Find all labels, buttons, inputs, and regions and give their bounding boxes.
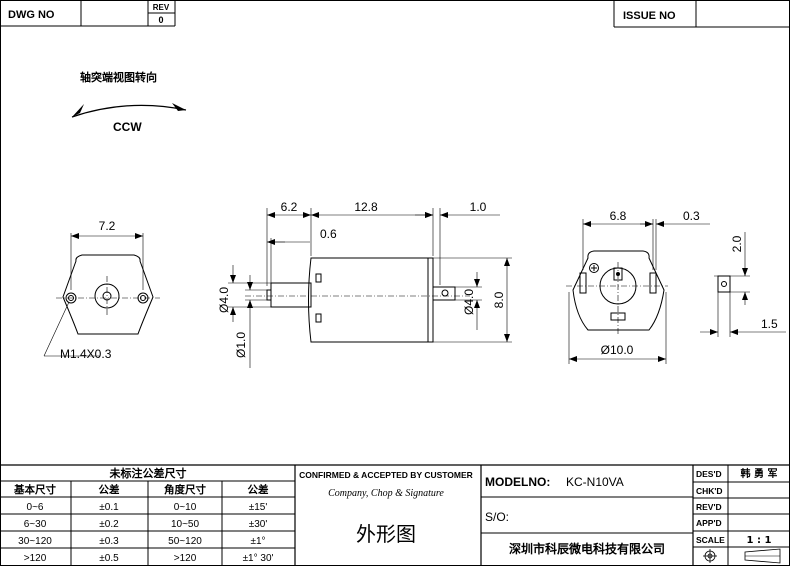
front-view bbox=[43, 233, 160, 357]
rotation-title: 轴突端视图转向 bbox=[80, 70, 157, 84]
rear-view bbox=[566, 219, 710, 364]
model-label: MODELNO: bbox=[485, 475, 550, 489]
tolerance-cell: 6~30 bbox=[24, 519, 47, 530]
side-view-terminal bbox=[432, 286, 456, 301]
tolerance-cell: ±0.2 bbox=[99, 519, 119, 530]
confirmation-block: CONFIRMED & ACCEPTED BY CUSTOMER Company… bbox=[299, 470, 473, 546]
model-block: MODELNO: KC-N10VA S/O: 深圳市科辰微电科技有限公司 bbox=[485, 475, 665, 556]
tolerance-cell: >120 bbox=[24, 553, 47, 564]
rev-label: REV bbox=[153, 3, 170, 12]
side-view-shaft-tip bbox=[266, 289, 272, 301]
tolerance-cell: >120 bbox=[174, 553, 197, 564]
tolerance-header-cell: 公差 bbox=[248, 483, 269, 496]
signoff-label: SCALE bbox=[696, 535, 725, 545]
rotation-direction: CCW bbox=[113, 120, 142, 134]
dim-front-width: 7.2 bbox=[99, 219, 116, 233]
dim-rear-w2: 0.3 bbox=[683, 209, 700, 223]
tolerance-header-cell: 公差 bbox=[99, 483, 120, 496]
rear-terminal-left bbox=[579, 272, 587, 294]
dim-terminal-width: 1.5 bbox=[761, 317, 778, 331]
side-view bbox=[228, 208, 512, 368]
tolerance-cell: ±1° bbox=[250, 536, 265, 547]
model-value: KC-N10VA bbox=[566, 475, 624, 489]
so-label: S/O: bbox=[485, 510, 509, 524]
signoff-label: REV'D bbox=[696, 502, 722, 512]
rotation-arc bbox=[71, 104, 187, 118]
tolerance-header-cell: 基本尺寸 bbox=[13, 483, 56, 496]
tolerance-table-body: 0~6 ±0.1 0~10 ±15' 6~30 ±0.2 10~50 ±30' 30~120 ±0… bbox=[18, 502, 273, 564]
signoff-value: 1 : 1 bbox=[747, 535, 772, 546]
signoff-block: DES'D 韩 勇 军 CHK'D REV'D APP'D SCALE 1 : 1 bbox=[696, 467, 777, 546]
side-view-end-cap bbox=[427, 257, 434, 343]
company-name: 深圳市科辰微电科技有限公司 bbox=[509, 541, 665, 556]
dim-body-height: 8.0 bbox=[492, 291, 506, 308]
issue-no-label: ISSUE NO bbox=[623, 10, 676, 22]
dim-body-length: 12.8 bbox=[354, 200, 378, 214]
confirmation-subtitle: Company, Chop & Signature bbox=[328, 488, 444, 499]
tolerance-cell: 10~50 bbox=[171, 519, 200, 530]
terminal-detail-body bbox=[717, 275, 731, 293]
dim-thread: M1.4X0.3 bbox=[60, 347, 112, 361]
terminal-detail bbox=[700, 232, 786, 337]
signoff-label: APP'D bbox=[696, 518, 722, 528]
front-view-outline bbox=[62, 254, 154, 335]
signoff-label: CHK'D bbox=[696, 486, 723, 496]
dim-rear-w1: 6.8 bbox=[610, 209, 627, 223]
tolerance-cell: ±1° 30' bbox=[243, 553, 274, 564]
tolerance-header-cell: 角度尺寸 bbox=[164, 483, 206, 496]
title-block-frame bbox=[0, 464, 790, 566]
rotation-indicator: 轴突端视图转向 CCW bbox=[71, 70, 187, 134]
tolerance-cell: ±0.5 bbox=[99, 553, 119, 564]
tolerance-cell: ±30' bbox=[249, 519, 268, 530]
tolerance-cell: ±0.1 bbox=[99, 502, 119, 513]
tolerance-cell: ±0.3 bbox=[99, 536, 119, 547]
dim-shaft-dia-b: Ø1.0 bbox=[234, 332, 248, 358]
dim-rear-dia: Ø10.0 bbox=[601, 343, 634, 357]
dim-end-length: 1.0 bbox=[470, 200, 487, 214]
confirmation-title: CONFIRMED & ACCEPTED BY CUSTOMER bbox=[299, 470, 473, 480]
dim-step-length: 0.6 bbox=[320, 227, 337, 241]
tolerance-table-title: 未标注公差尺寸 bbox=[109, 466, 187, 480]
arrow-tail-icon bbox=[172, 103, 186, 111]
side-view-shaft bbox=[270, 282, 312, 308]
side-view-housing bbox=[308, 257, 429, 343]
drawing-name: 外形图 bbox=[356, 522, 416, 546]
tolerance-table: 未标注公差尺寸 基本尺寸 公差 角度尺寸 公差 0~6 ±0.1 0~10 ±15' 6~30… bbox=[13, 466, 274, 564]
signoff-label: DES'D bbox=[696, 469, 722, 479]
dim-terminal-height: 2.0 bbox=[730, 235, 744, 252]
issue-header: ISSUE NO bbox=[613, 0, 790, 28]
dim-shaft-length: 6.2 bbox=[281, 200, 298, 214]
terminal-hole bbox=[441, 289, 449, 297]
dim-body-dia: Ø4.0 bbox=[462, 289, 476, 315]
tolerance-cell: ±15' bbox=[249, 502, 268, 513]
projection-symbol-icon bbox=[703, 548, 781, 564]
tolerance-cell: 0~10 bbox=[174, 502, 197, 513]
signoff-value: 韩 勇 军 bbox=[741, 467, 778, 480]
ccw-arrow-icon bbox=[72, 104, 84, 117]
rear-terminal-right bbox=[649, 272, 657, 294]
tolerance-cell: 50~120 bbox=[168, 536, 202, 547]
plus-icon bbox=[589, 263, 599, 273]
tolerance-cell: 30~120 bbox=[18, 536, 52, 547]
rev-value: 0 bbox=[158, 15, 163, 25]
tolerance-table-header: 基本尺寸 公差 角度尺寸 公差 bbox=[13, 483, 269, 496]
rear-view-outline bbox=[572, 250, 665, 331]
dim-shaft-dia-a: Ø4.0 bbox=[217, 287, 231, 313]
tolerance-cell: 0~6 bbox=[27, 502, 44, 513]
dwg-header: DWG NO REV 0 bbox=[0, 0, 176, 27]
dwg-no-label: DWG NO bbox=[8, 9, 55, 21]
